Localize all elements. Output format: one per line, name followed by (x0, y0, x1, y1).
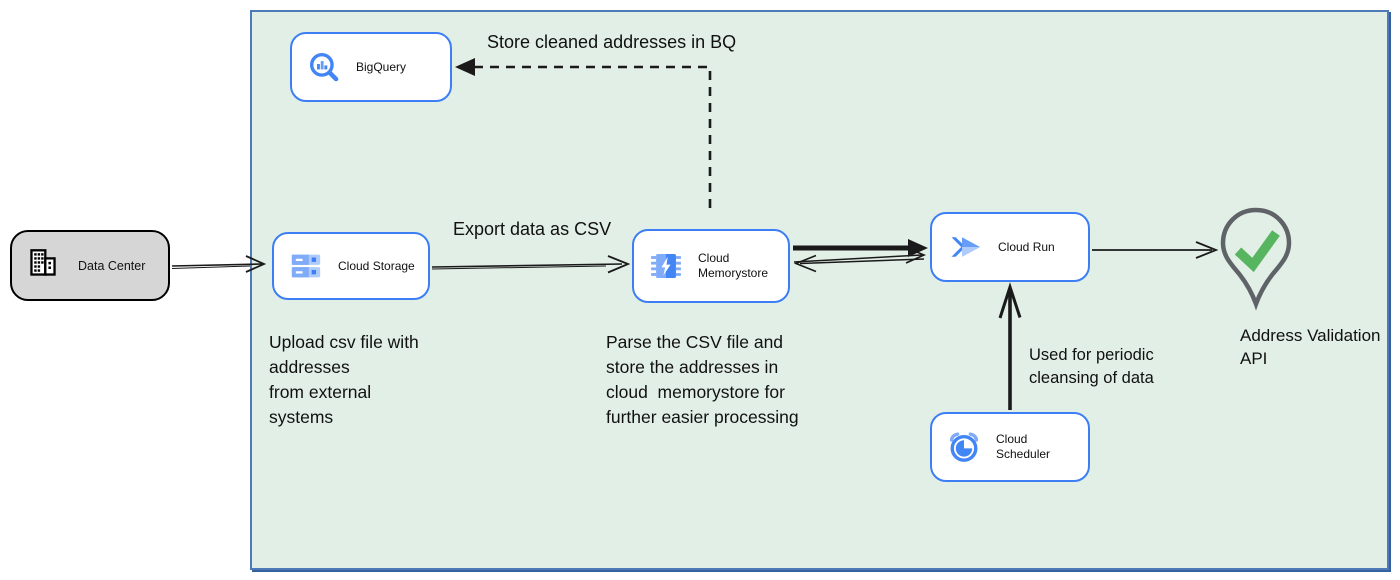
node-label: Cloud Memorystore (698, 251, 769, 280)
node-cloud-memorystore: Cloud Memorystore (632, 229, 790, 303)
node-label: Cloud Run (998, 239, 1055, 254)
memorystore-chip-icon (649, 249, 683, 283)
bigquery-magnifier-icon (307, 50, 341, 84)
note-upload-csv: Upload csv file with addresses from exte… (269, 332, 419, 427)
building-icon (28, 248, 58, 283)
node-cloud-scheduler: Cloud Scheduler (930, 412, 1090, 482)
cloud-run-icon (947, 229, 983, 265)
node-cloud-storage: Cloud Storage (272, 232, 430, 300)
node-cloud-run: Cloud Run (930, 212, 1090, 282)
node-label: Data Center (78, 258, 146, 273)
label-address-validation-api: Address Validation API (1240, 326, 1381, 368)
note-parse-csv: Parse the CSV file and store the address… (606, 332, 799, 427)
cloud-storage-icon (289, 249, 323, 283)
node-label: Cloud Storage (338, 258, 415, 273)
node-bigquery: BigQuery (290, 32, 452, 102)
label-store-cleaned-addresses: Store cleaned addresses in BQ (487, 32, 737, 52)
node-label: BigQuery (356, 59, 407, 74)
location-pin-check-icon (1216, 204, 1296, 314)
cloud-boundary-container (250, 10, 1389, 570)
label-export-data-csv: Export data as CSV (453, 219, 612, 239)
note-periodic-cleansing: Used for periodic cleansing of data (1029, 346, 1154, 387)
node-label: Cloud Scheduler (996, 432, 1051, 461)
node-data-center: Data Center (10, 230, 170, 301)
scheduler-clock-icon (947, 430, 981, 464)
